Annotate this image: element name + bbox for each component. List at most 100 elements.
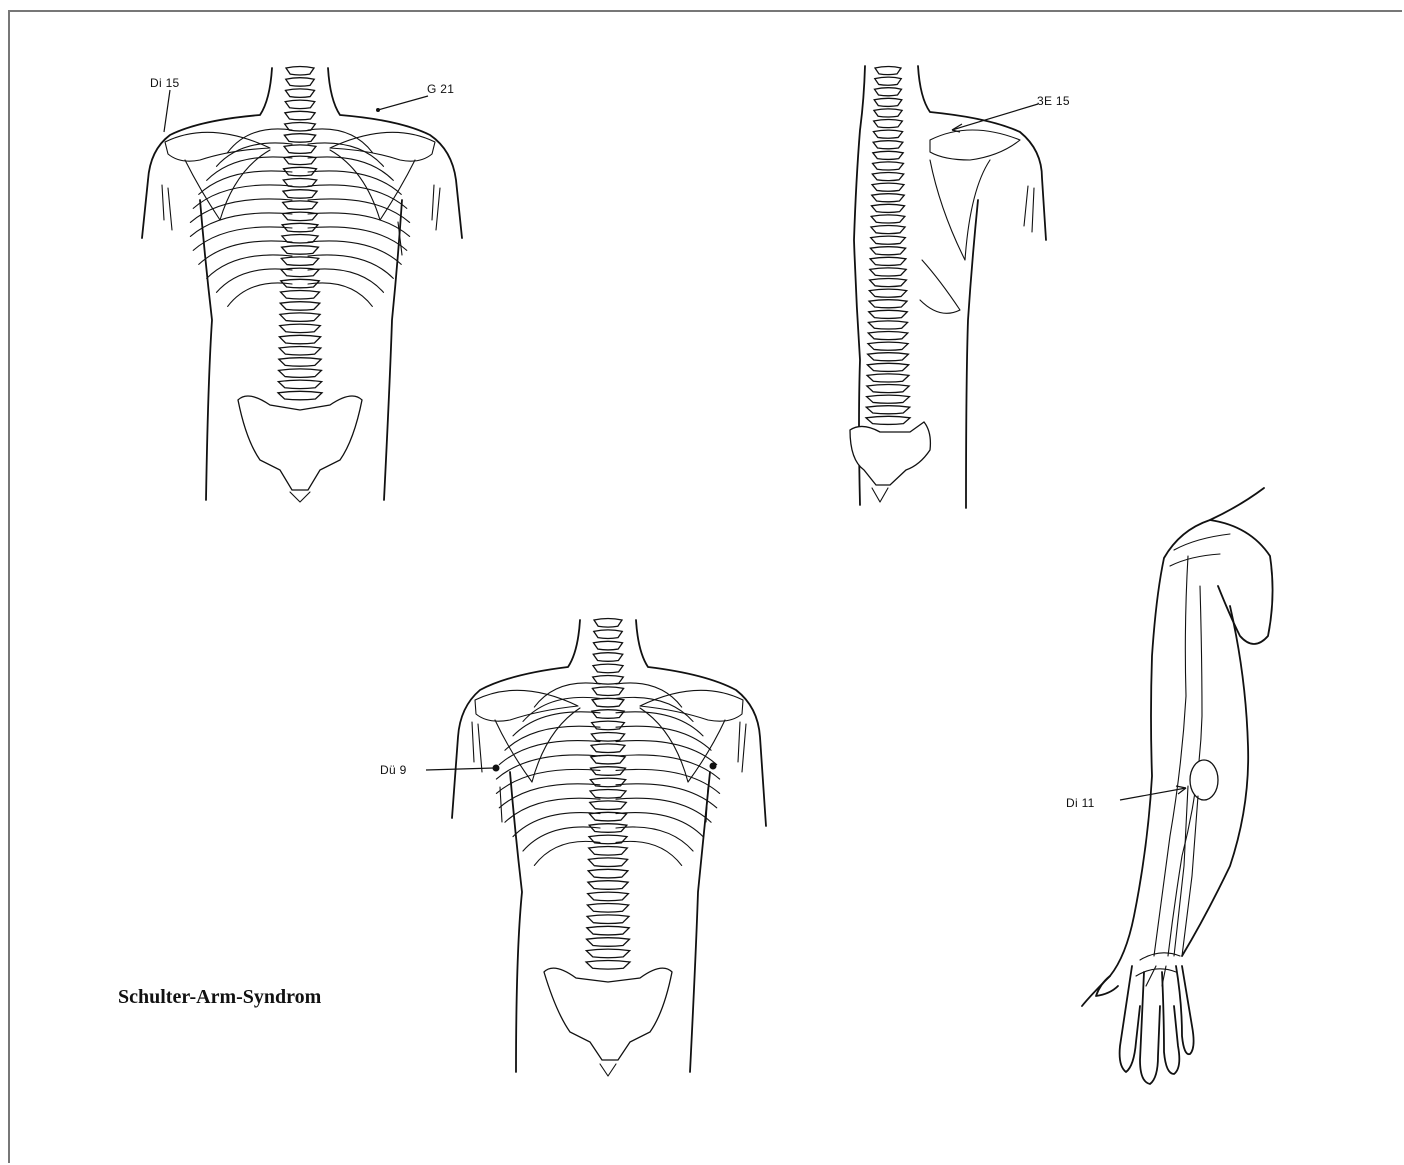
vertebra <box>593 653 623 662</box>
rib <box>190 199 292 222</box>
rib <box>499 741 600 765</box>
vertebra <box>868 353 909 361</box>
vertebra <box>284 145 316 154</box>
vertebra <box>875 77 902 85</box>
leader-3e15 <box>944 100 1044 136</box>
vertebra <box>874 88 901 96</box>
vertebra <box>875 67 901 75</box>
vertebra <box>281 257 318 266</box>
vertebra <box>874 109 902 117</box>
vertebra <box>284 134 315 143</box>
vertebra <box>870 247 905 255</box>
rib <box>190 213 292 236</box>
vertebra <box>285 89 314 98</box>
vertebra <box>593 676 624 685</box>
vertebra <box>590 801 627 810</box>
rib <box>616 798 711 822</box>
vertebra <box>871 226 905 234</box>
vertebra <box>591 744 625 753</box>
rib <box>308 157 393 180</box>
vertebra <box>280 291 319 300</box>
vertebra <box>591 755 625 764</box>
rib <box>534 683 600 707</box>
vertebra <box>587 915 629 924</box>
vertebra <box>594 619 622 628</box>
vertebra <box>592 687 623 696</box>
vertebra <box>870 257 906 265</box>
rib <box>308 143 384 166</box>
point-label-di11: Di 11 <box>1066 796 1095 810</box>
rib <box>308 255 393 278</box>
rib <box>308 199 410 222</box>
vertebra <box>280 324 321 333</box>
rib <box>496 755 600 779</box>
vertebra <box>282 246 319 255</box>
vertebra <box>594 630 623 639</box>
rib <box>616 697 693 721</box>
vertebra <box>872 173 903 181</box>
rib <box>616 769 720 793</box>
vertebra <box>870 268 906 276</box>
vertebra <box>873 130 902 138</box>
rib <box>308 227 407 250</box>
torso-back-drawing-3 <box>440 612 780 1082</box>
vertebra <box>872 194 905 202</box>
acupoint-marker-du9-right <box>707 760 719 772</box>
rib <box>308 213 410 236</box>
vertebra <box>873 162 904 170</box>
leader-di11 <box>1118 782 1198 806</box>
vertebra <box>592 710 624 719</box>
vertebra <box>874 120 903 128</box>
rib <box>505 798 600 822</box>
vertebra <box>869 300 907 308</box>
vertebra <box>590 790 626 799</box>
vertebra <box>867 374 909 382</box>
vertebra <box>279 335 320 344</box>
rib <box>216 143 292 166</box>
vertebra <box>868 321 907 329</box>
vertebra <box>867 395 910 403</box>
vertebra <box>588 858 627 867</box>
rib <box>193 185 292 208</box>
vertebra <box>588 892 629 901</box>
vertebra <box>591 767 626 776</box>
vertebra <box>587 938 630 947</box>
vertebra <box>592 698 624 707</box>
vertebra <box>589 835 627 844</box>
acupoint-marker-du9 <box>493 765 500 772</box>
vertebra <box>874 98 902 106</box>
vertebra <box>871 236 906 244</box>
vertebra <box>588 869 628 878</box>
vertebra <box>587 926 629 935</box>
vertebra <box>593 641 622 650</box>
rib <box>207 157 292 180</box>
vertebra <box>593 664 623 673</box>
vertebra <box>285 111 315 120</box>
figure-back-view-top-left <box>140 60 470 510</box>
vertebra <box>279 347 321 356</box>
vertebra <box>870 279 907 287</box>
vertebra <box>587 904 628 913</box>
vertebra <box>868 332 908 340</box>
vertebra <box>280 313 320 322</box>
rib <box>499 784 600 808</box>
point-label-du9: Dü 9 <box>380 763 407 777</box>
rib <box>207 255 292 278</box>
rib <box>616 683 682 707</box>
acupoint-marker-g21 <box>376 108 380 112</box>
vertebra <box>286 78 315 87</box>
vertebra <box>592 721 625 730</box>
rib <box>513 813 600 837</box>
rib <box>308 241 401 264</box>
rib <box>616 784 717 808</box>
vertebra <box>873 151 903 159</box>
leader-g21 <box>372 92 432 116</box>
vertebra <box>871 215 905 223</box>
leader-di15 <box>160 88 180 138</box>
vertebra <box>866 406 909 414</box>
vertebra <box>279 369 322 378</box>
vertebra <box>868 342 908 350</box>
vertebra <box>873 141 903 149</box>
vertebra <box>867 385 909 393</box>
vertebra <box>283 190 317 199</box>
